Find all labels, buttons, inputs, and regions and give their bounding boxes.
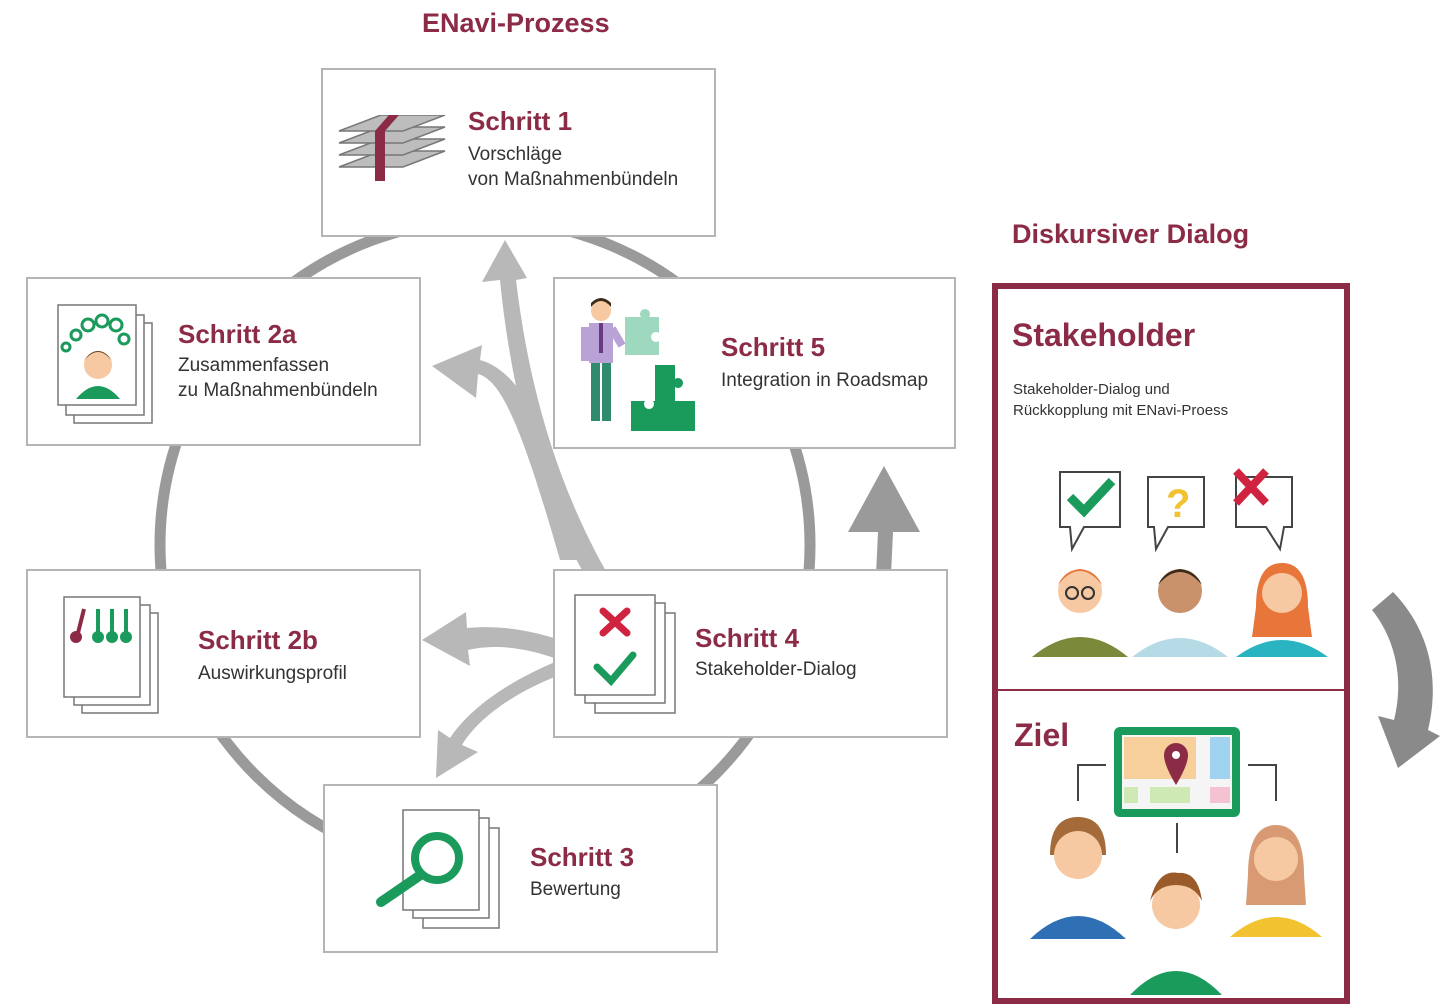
step2b-title: Schritt 2b (198, 625, 318, 655)
stakeholder-desc-line2: Rückkopplung mit ENavi-Proess (1013, 402, 1229, 419)
step4-box: Schritt 4 Stakeholder-Dialog (553, 569, 948, 738)
goal-title: Ziel (1014, 717, 1070, 753)
stakeholder-person-1 (1032, 569, 1128, 657)
layered-documents-icon (338, 115, 446, 181)
step2a-box: Schritt 2a Zusammenfassen zu Maßnahmenbü… (26, 277, 421, 446)
stakeholders-illustration: ? (1032, 468, 1328, 657)
step1-desc-line2: von Maßnahmenbündeln (468, 169, 679, 190)
step2a-desc-line2: zu Maßnahmenbündeln (178, 380, 378, 401)
goal-person-3 (1230, 825, 1322, 937)
step5-desc: Integration in Roadsmap (721, 370, 929, 391)
discursive-dialog-panel: Stakeholder Stakeholder-Dialog und Rückk… (992, 283, 1350, 1004)
goal-person-2 (1130, 872, 1222, 995)
panel-divider (998, 689, 1344, 691)
tablet-map-icon (1114, 727, 1240, 817)
arrow-to-step2b (422, 612, 560, 666)
magnifier-icon (376, 809, 500, 929)
stakeholder-person-2 (1132, 569, 1228, 657)
step5-title: Schritt 5 (721, 332, 826, 362)
stakeholder-desc-line1: Stakeholder-Dialog und (1013, 381, 1170, 398)
approve-bubble-icon (1059, 471, 1121, 553)
arrow-curved-right (1372, 592, 1440, 768)
step1-box: Schritt 1 Vorschläge von Maßnahmenbündel… (321, 68, 716, 237)
goal-person-1 (1030, 817, 1126, 939)
arrow-to-step2a (432, 345, 580, 560)
process-title: ENavi-Prozess (422, 8, 610, 38)
step2b-box: Schritt 2b Auswirkungsprofil (26, 569, 421, 738)
impact-profile-icon (63, 596, 159, 714)
svg-text:?: ? (1166, 482, 1190, 526)
step2a-desc-line1: Zusammenfassen (178, 355, 330, 376)
puzzle-person-icon (581, 298, 695, 431)
arrow-to-step1 (482, 240, 620, 600)
arrow-to-step5 (848, 466, 920, 575)
step1-desc-line1: Vorschläge (468, 144, 563, 165)
step4-title: Schritt 4 (695, 623, 800, 653)
step3-box: Schritt 3 Bewertung (323, 784, 718, 953)
step3-desc: Bewertung (530, 879, 621, 900)
question-bubble-icon: ? (1147, 476, 1205, 553)
step1-title: Schritt 1 (468, 106, 573, 136)
step5-box: Schritt 5 Integration in Roadsmap (553, 277, 956, 449)
arrow-to-step3 (436, 660, 560, 778)
step2a-title: Schritt 2a (178, 319, 297, 349)
dialog-title: Diskursiver Dialog (1012, 219, 1250, 249)
step2b-desc: Auswirkungsprofil (198, 663, 347, 684)
reject-bubble-icon (1233, 468, 1293, 552)
stakeholder-title: Stakeholder (1012, 317, 1196, 353)
step4-desc: Stakeholder-Dialog (695, 659, 857, 680)
person-ideas-icon (57, 304, 153, 424)
stakeholder-person-3 (1236, 563, 1328, 657)
step3-title: Schritt 3 (530, 842, 635, 872)
goal-illustration (1030, 727, 1322, 995)
check-cross-document-icon (574, 594, 676, 714)
